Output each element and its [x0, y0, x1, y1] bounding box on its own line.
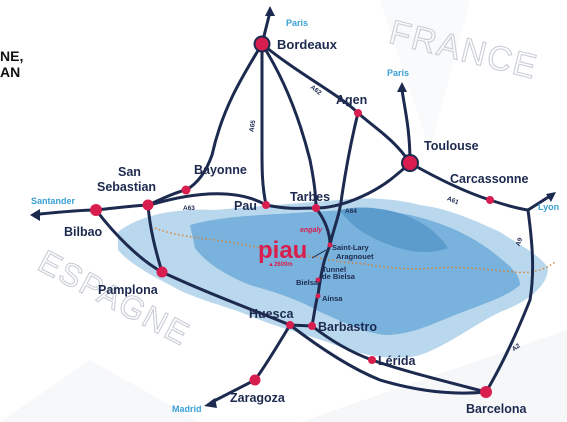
logo-arrow — [311, 249, 327, 259]
dot-lerida — [368, 356, 376, 364]
dot-barbastro — [308, 322, 316, 330]
dot-pamplona — [156, 266, 168, 278]
dot-san-sebastian — [142, 199, 154, 211]
road-label-a61: A61 — [446, 195, 460, 206]
label-bayonne: Bayonne — [194, 163, 247, 177]
dot-barcelona — [480, 386, 492, 398]
label-agen: Agen — [336, 93, 367, 107]
road-label-a63-west: A63 — [183, 205, 195, 212]
dot-bilbao — [90, 204, 102, 216]
label-saint-lary: Saint-Lary — [332, 243, 370, 252]
cutoff-line-1: NE, — [0, 48, 24, 64]
label-bilbao: Bilbao — [64, 225, 103, 239]
dot-saint-lary — [327, 242, 333, 248]
label-barcelona: Barcelona — [466, 402, 527, 416]
road-label-a9: A9 — [515, 237, 525, 248]
road-label-a65: A65 — [248, 119, 257, 132]
city-dots — [90, 35, 494, 398]
label-barbastro: Barbastro — [318, 320, 377, 334]
label-bielsa: Bielsa — [296, 278, 319, 287]
arrow-santander — [30, 209, 40, 221]
logo-brand: piau — [258, 237, 307, 264]
cutoff-line-2: AN — [0, 64, 21, 80]
arrow-paris-right — [397, 82, 407, 92]
label-pamplona: Pamplona — [98, 283, 159, 297]
dot-bordeaux — [253, 35, 271, 53]
label-bordeaux: Bordeaux — [277, 37, 338, 52]
logo-tagline: engaly — [300, 227, 323, 234]
piau-engaly-logo: engaly piau ▲2600m — [258, 227, 327, 268]
label-tarbes: Tarbes — [290, 190, 330, 204]
label-san-sebastian-1: San — [118, 165, 141, 179]
road-label-a64: A64 — [345, 208, 357, 215]
direction-lyon: Lyon — [538, 202, 559, 212]
direction-paris-right: Paris — [387, 68, 409, 78]
label-aragnouet: Aragnouet — [336, 252, 374, 261]
arrow-paris-top — [265, 6, 275, 16]
dot-ainsa — [315, 293, 321, 299]
logo-altitude: ▲2600m — [268, 262, 293, 268]
arrow-lyon — [546, 192, 556, 202]
label-lerida: Lérida — [378, 354, 417, 368]
direction-santander: Santander — [31, 196, 76, 206]
label-zaragoza: Zaragoza — [230, 391, 286, 405]
direction-madrid: Madrid — [172, 404, 202, 414]
dot-bayonne — [181, 185, 191, 195]
label-tunnel-2: de Bielsa — [322, 272, 356, 281]
label-pau: Pau — [234, 199, 257, 213]
label-san-sebastian-2: Sebastian — [97, 180, 156, 194]
label-ainsa: Aínsa — [322, 294, 343, 303]
dot-huesca — [286, 321, 294, 329]
dot-bielsa — [315, 277, 321, 283]
dot-pau — [262, 201, 270, 209]
label-toulouse: Toulouse — [424, 139, 479, 153]
label-huesca: Huesca — [249, 307, 295, 321]
arrow-madrid — [204, 398, 217, 408]
cutoff-header-text: NE, AN — [0, 48, 23, 80]
pyrenees-mountain-area — [118, 198, 548, 358]
dot-toulouse — [401, 154, 419, 172]
dot-agen — [354, 109, 362, 117]
label-tunnel-1: Tunnel — [322, 265, 346, 274]
france-spain-border — [154, 227, 556, 274]
direction-arrows — [30, 6, 556, 408]
label-carcassonne: Carcassonne — [450, 172, 529, 186]
dot-carcassonne — [486, 196, 494, 204]
direction-paris-top: Paris — [286, 18, 308, 28]
dot-zaragoza — [249, 374, 261, 386]
road-label-a2: A2 — [511, 342, 522, 353]
dot-tarbes — [312, 204, 320, 212]
